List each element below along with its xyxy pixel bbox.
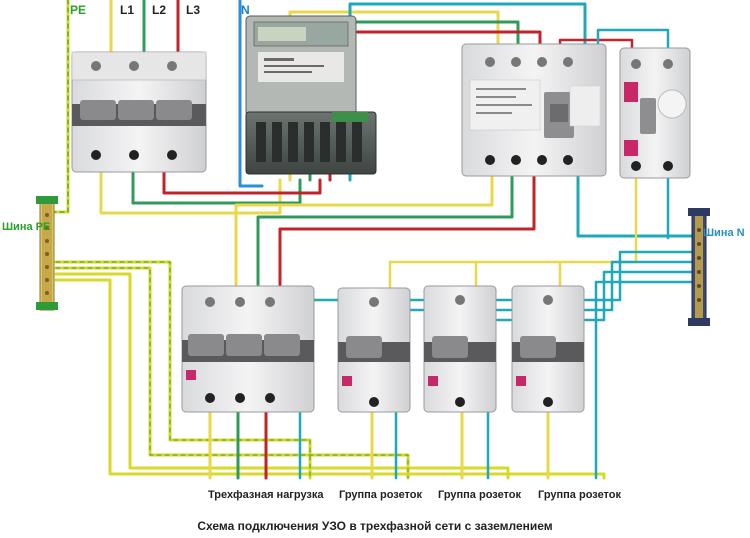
pe-busbar [36,196,58,311]
electricity-meter [245,15,377,175]
n-rcd-bus [576,170,702,238]
n-busbar [688,208,710,326]
sock3-n [594,280,702,480]
l2-label: L2 [152,3,167,17]
load-label-sockets-3: Группа розеток [538,489,622,501]
rcd2-l-out [388,176,638,290]
socket-breaker-1 [337,287,411,413]
load-label-sockets-2: Группа розеток [438,489,522,501]
socket-breaker-2 [423,285,497,413]
pe-load-4 [54,278,606,480]
load-label-sockets-1: Группа розеток [339,489,423,501]
pe-busbar-label: Шина PE [2,221,51,233]
l1-rcd-load [234,168,494,292]
l1-label: L1 [120,3,135,17]
l1-breaker-meter [99,166,282,215]
l3-label: L3 [186,3,201,17]
pe-load-1s [55,261,311,479]
load-3pole-breaker [181,285,315,413]
input-3pole-breaker [71,51,207,173]
pe-main-wire [50,0,70,214]
l3-rcd-load [278,168,536,292]
load-label-three-phase: Трехфазная нагрузка [208,489,324,501]
pe-main-stripe [51,0,69,213]
pe-load-2s [55,267,409,479]
rcd-to-rcd2-n [596,28,670,57]
l2-rcd-load [256,168,514,292]
socket-breaker-3 [511,285,585,413]
n-label: N [241,3,250,17]
diagram-caption: Схема подключения УЗО в трехфазной сети … [197,519,553,533]
pe-load-3 [54,272,510,480]
n-busbar-label: Шина N [703,227,745,239]
l3-breaker-meter [162,166,322,195]
pe-label: PE [70,3,87,17]
n-in-wire [238,0,264,188]
main-rcd [461,43,607,177]
group-rcd [619,47,691,179]
